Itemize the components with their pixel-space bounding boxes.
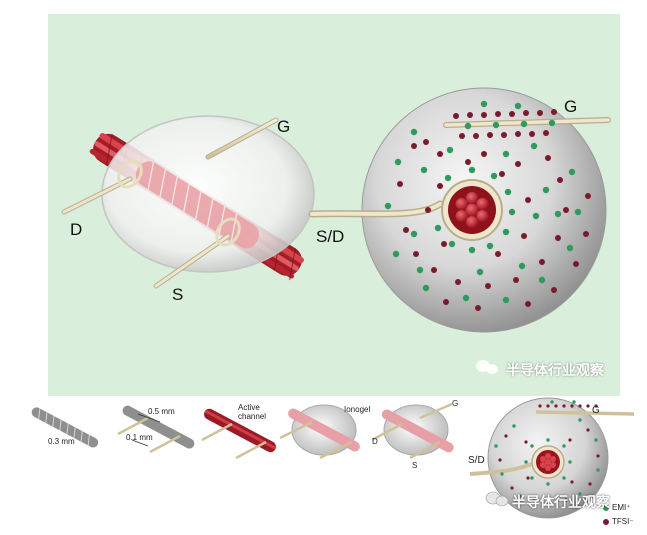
fiber-inside-gel — [135, 161, 260, 249]
source-label: S — [172, 285, 184, 304]
fabrication-steps-strip: 0.3 mm 0.5 mm 0.1 mm Active channel Iono… — [0, 396, 647, 535]
main-diagram-panel: G D S G S/D 半导体行业观察 — [48, 14, 620, 396]
watermark-text: 半导体行业观察 — [506, 362, 604, 378]
gate-label-right: G — [564, 97, 578, 116]
drain-wire — [61, 159, 143, 215]
ionogel-label: Ionogel — [344, 405, 371, 414]
step-cross-section — [469, 397, 635, 525]
strip-watermark-logo — [485, 491, 509, 507]
gate-wire — [205, 117, 279, 160]
tfsi-legend-dot — [603, 519, 609, 525]
emi-legend-label: EMI⁺ — [612, 503, 631, 512]
gate-label-small: G — [452, 399, 459, 408]
step-ionogel — [279, 404, 360, 460]
gate-label: G — [277, 117, 291, 136]
step-full-device — [371, 402, 454, 460]
step-active-channel — [201, 408, 277, 460]
watermark-logo — [476, 360, 498, 374]
step-bare-fiber — [31, 407, 99, 448]
drain-label: D — [70, 220, 83, 239]
fiber-strands — [455, 192, 489, 228]
spacing-top-label: 0.5 mm — [148, 407, 175, 416]
step-fiber-with-wires — [117, 405, 195, 454]
gate-label-section: G — [592, 405, 600, 416]
tfsi-legend-label: TFSI⁻ — [612, 517, 634, 526]
cross-section-device — [308, 87, 611, 333]
active-channel-label: Active channel — [238, 403, 267, 421]
source-drain-label-small: S/D — [468, 455, 485, 466]
gate-wire-right — [443, 117, 611, 128]
source-drain-label: S/D — [316, 227, 345, 246]
spacing-bottom-label: 0.1 mm — [126, 433, 153, 442]
steps-svg — [31, 397, 635, 525]
source-label-small: S — [412, 461, 418, 470]
strip-watermark-text: 半导体行业观察 — [512, 494, 610, 510]
tfsi-ions — [397, 109, 591, 311]
source-wire — [153, 217, 241, 289]
diameter-label: 0.3 mm — [48, 437, 75, 446]
main-diagram-svg — [61, 87, 611, 374]
emi-legend-dot — [603, 505, 609, 511]
emi-ions — [384, 100, 582, 304]
fiber-transistor-device — [61, 115, 315, 289]
drain-label-small: D — [372, 437, 378, 446]
source-drain-wire — [308, 200, 444, 218]
